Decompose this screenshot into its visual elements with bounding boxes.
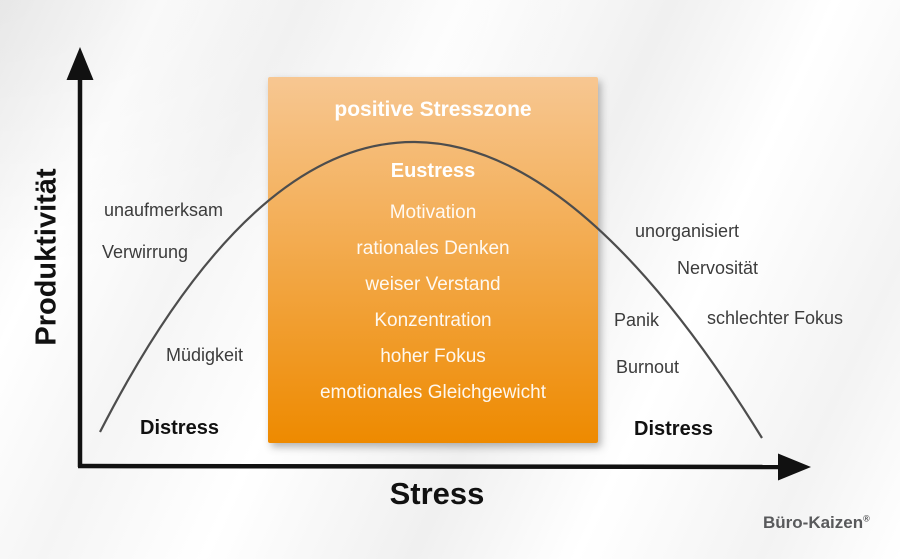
zone-item-rational-thinking: rationales Denken xyxy=(356,238,510,259)
zone-item-wise-mind: weiser Verstand xyxy=(365,274,501,295)
zone-item-motivation: Motivation xyxy=(389,202,477,223)
label-burnout: Burnout xyxy=(616,357,680,377)
label-distress-left: Distress xyxy=(140,417,219,439)
zone-item-high-focus: hoher Fokus xyxy=(380,346,486,367)
label-unorganized: unorganisiert xyxy=(635,221,740,241)
y-axis-title: Produktivität xyxy=(30,168,63,346)
x-axis-title: Stress xyxy=(389,476,485,511)
brand-name: Büro-Kaizen xyxy=(763,513,864,532)
y-axis-arrowhead xyxy=(66,47,94,80)
registered-trademark-mark: ® xyxy=(863,513,870,524)
label-poor-focus: schlechter Fokus xyxy=(707,308,844,328)
label-confusion: Verwirrung xyxy=(102,242,189,262)
zone-heading-eustress: Eustress xyxy=(390,160,476,182)
label-nervousness: Nervosität xyxy=(677,258,759,278)
label-fatigue: Müdigkeit xyxy=(166,345,244,365)
label-panic: Panik xyxy=(614,310,660,330)
zone-title: positive Stresszone xyxy=(334,98,532,121)
label-unattentive: unaufmerksam xyxy=(104,200,224,220)
label-distress-right: Distress xyxy=(634,418,713,440)
zone-item-emotional-balance: emotionales Gleichgewicht xyxy=(319,382,546,403)
positive-stress-zone-box: positive Stresszone Eustress Motivation … xyxy=(268,77,598,443)
buero-kaizen-logo: Büro-Kaizen® xyxy=(763,513,870,533)
x-axis-arrowhead xyxy=(778,453,811,481)
x-axis-line xyxy=(77,463,787,470)
zone-item-concentration: Konzentration xyxy=(374,310,492,331)
